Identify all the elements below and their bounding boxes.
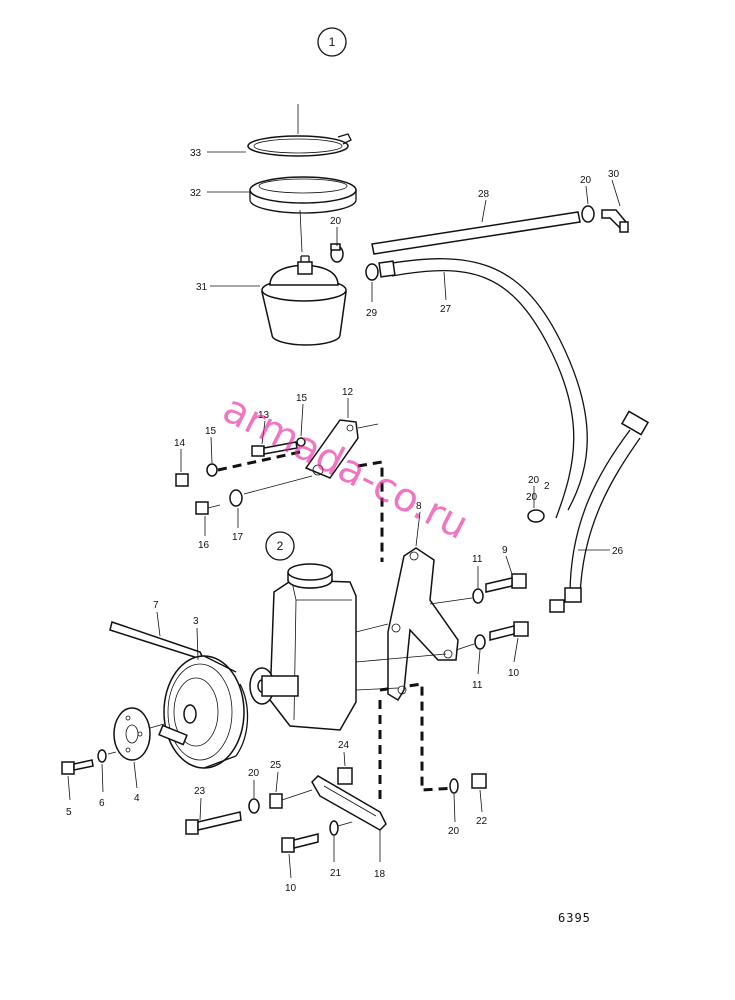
- part-5-bolt: [61, 759, 94, 775]
- pump-group: [61, 511, 529, 801]
- part-label: 5: [66, 807, 72, 818]
- part-27-return-hose: [385, 258, 588, 511]
- power-steering-pump: [249, 563, 357, 731]
- part-label: 26: [612, 546, 624, 557]
- part-18-adjuster-arm: [311, 775, 387, 862]
- part-label: 24: [338, 740, 350, 751]
- part-label: 20: [330, 216, 342, 227]
- part-label: 32: [190, 188, 202, 199]
- part-label: 30: [608, 169, 620, 180]
- part-21-washer: [329, 820, 339, 836]
- reference-circle-1: 1: [317, 27, 347, 57]
- part-23-bolt: [185, 811, 242, 835]
- part-11-washer-b: [474, 634, 486, 650]
- part-label: 9: [502, 545, 508, 556]
- part-8-mounting-bracket: [387, 547, 459, 702]
- part-label: 33: [190, 148, 202, 159]
- part-10-bolt: [489, 621, 529, 641]
- upper-bracket-group: [175, 398, 379, 536]
- part-30-fitting: [601, 209, 629, 233]
- part-29-clamp: [365, 263, 379, 281]
- part-20-clamp-b: [581, 205, 595, 223]
- part-13-bolt: [251, 441, 298, 457]
- part-label: 12: [342, 387, 354, 398]
- part-15-washer: [296, 437, 306, 447]
- watermark-text: armada-co.ru: [215, 386, 475, 549]
- part-24-spacer: [337, 767, 353, 785]
- part-label: 22: [476, 816, 488, 827]
- part-label: 20: [448, 826, 460, 837]
- part-label: 17: [232, 532, 244, 543]
- part-20-clamp-c: [527, 509, 545, 523]
- part-33-clamp-ring: [247, 133, 352, 157]
- part-28-hose: [371, 211, 581, 255]
- reference-label-1: 1: [329, 35, 336, 49]
- part-label: 20: [248, 768, 260, 779]
- part-label: 15: [296, 393, 308, 404]
- part-label: 11: [472, 680, 483, 691]
- part-22-nut: [471, 773, 487, 789]
- part-label: 20: [580, 175, 592, 186]
- part-label: 27: [440, 304, 452, 315]
- part-label: 14: [174, 438, 186, 449]
- part-label: 10: [508, 668, 520, 679]
- part-label: 28: [478, 189, 490, 200]
- alignment-dash-upper: [357, 460, 384, 562]
- part-25-spacer: [269, 793, 283, 809]
- part-label: 23: [194, 786, 206, 797]
- part-label: 16: [198, 540, 210, 551]
- figure-number: 6395: [558, 911, 591, 925]
- part-9-bolt: [485, 573, 527, 593]
- part-16-bolt: [195, 501, 221, 515]
- part-17-washer: [229, 489, 243, 507]
- part-20-washer-d: [248, 798, 260, 814]
- part-label: 18: [374, 869, 386, 880]
- part-3-pulley: [163, 655, 249, 769]
- part-label: 7: [153, 600, 159, 611]
- part-label: 15: [205, 426, 217, 437]
- part-6-washer: [97, 749, 107, 763]
- part-31-reservoir-bowl: [261, 255, 347, 346]
- part-26-pressure-hose: [569, 429, 631, 596]
- part-4-hub: [113, 707, 151, 761]
- part-20-washer-e: [449, 778, 459, 794]
- part-20-clamp-a: [330, 243, 344, 263]
- part-12-bracket: [304, 419, 379, 479]
- part-label: 8: [416, 501, 422, 512]
- part-label: 13: [258, 410, 270, 421]
- part-labels: 33 32 31 20 20 28 20 30 27 29 12 13 15 1…: [66, 148, 624, 894]
- part-label: 20: [526, 492, 538, 503]
- part-label: 2: [544, 481, 550, 492]
- part-label: 29: [366, 308, 378, 319]
- part-label: 4: [134, 793, 140, 804]
- part-label: 3: [193, 616, 199, 627]
- part-14-bolt: [175, 473, 189, 487]
- part-label: 25: [270, 760, 282, 771]
- part-7-drive-belt: [109, 621, 206, 662]
- part-15-washer-b: [206, 463, 218, 477]
- part-label: 21: [330, 868, 342, 879]
- part-32-seal: [249, 176, 357, 214]
- part-label: 6: [99, 798, 105, 809]
- part-label: 10: [285, 883, 297, 894]
- part-11-washer: [472, 588, 484, 604]
- reservoir-group: [207, 104, 357, 346]
- part-label: 20: [528, 475, 540, 486]
- alignment-dash-lower: [379, 682, 456, 792]
- reference-circle-2: 2: [265, 531, 295, 561]
- part-label: 31: [196, 282, 208, 293]
- adjuster-group: [185, 751, 487, 879]
- part-label: 11: [472, 554, 483, 565]
- reference-label-2: 2: [277, 539, 284, 553]
- part-10-bolt-b: [281, 833, 319, 853]
- hose-group: [330, 179, 650, 613]
